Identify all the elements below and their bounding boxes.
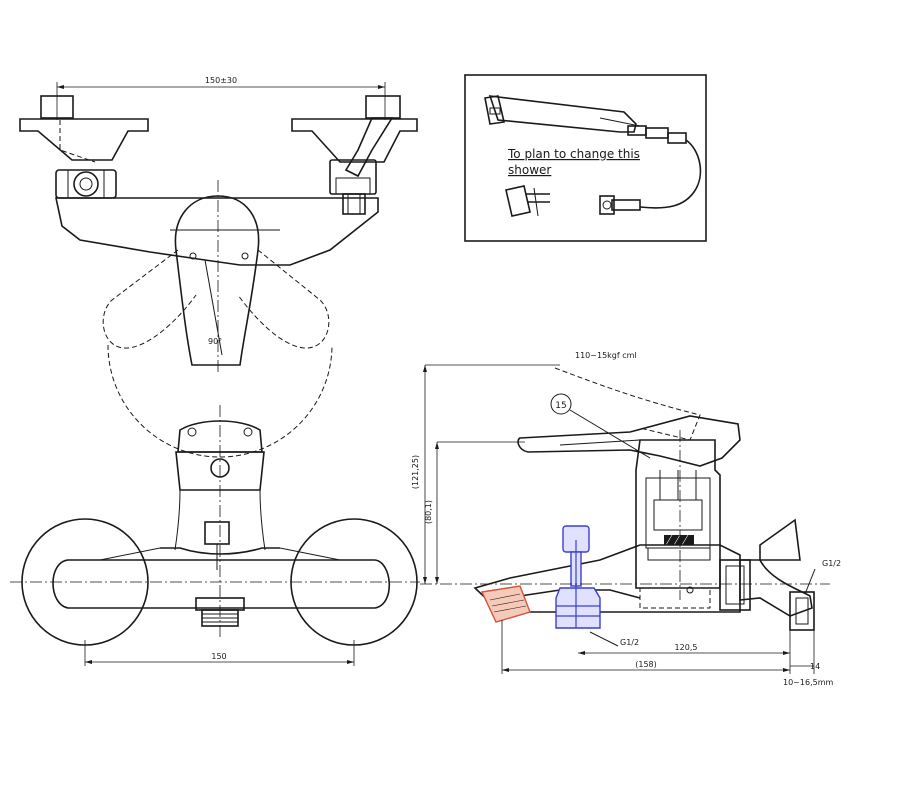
- inset-note-line2: shower: [508, 163, 551, 177]
- side-dim-total-depth: (158): [635, 660, 657, 669]
- hot-aerator-part: [480, 585, 531, 623]
- side-dim-wall-gap: 14: [810, 662, 820, 671]
- side-thread-left: G1/2: [620, 638, 639, 647]
- side-view: (121,25) (80,1) 110~15kgf cml 15: [411, 351, 841, 687]
- side-dim-depth: 120,5: [675, 643, 698, 652]
- side-torque-label: 110~15kgf cml: [575, 351, 637, 360]
- side-thread-right: G1/2: [822, 559, 841, 568]
- front-view: 150: [10, 405, 420, 666]
- cold-valve-part: [555, 525, 601, 629]
- side-dim-height-inner: (80,1): [424, 500, 433, 524]
- side-dim-wall-range: 10~16,5mm: [783, 678, 833, 687]
- top-dim-width: 150±30: [205, 76, 237, 85]
- top-angle-label: 90°: [208, 337, 222, 346]
- side-item-number: 15: [555, 401, 566, 411]
- shower-inset: To plan to change this shower: [464, 74, 707, 242]
- top-view: 150±30 90°: [19, 76, 418, 458]
- front-dim-width: 150: [211, 652, 226, 661]
- side-dim-height-outer: (121,25): [411, 455, 420, 489]
- inset-note-line1: To plan to change this: [507, 147, 640, 161]
